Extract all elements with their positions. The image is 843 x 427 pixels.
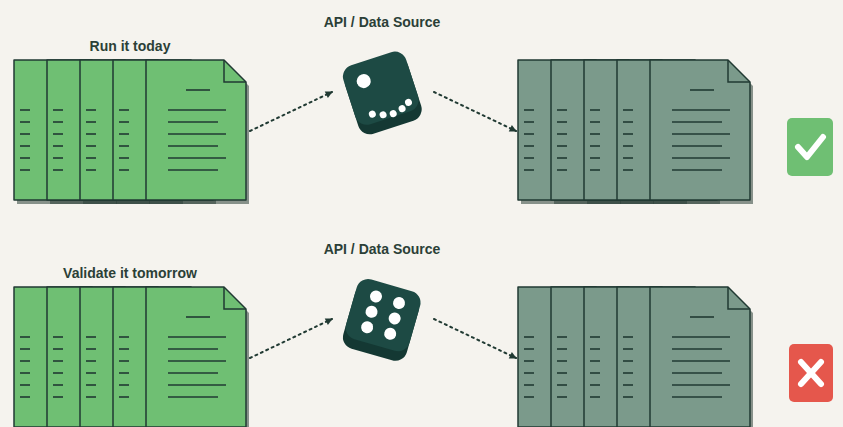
- dotted-arrow: [434, 92, 516, 131]
- stack-heading: Validate it tomorrow: [10, 263, 250, 283]
- stack-outline: [518, 56, 750, 206]
- data-source-node: API / Data Source: [298, 12, 466, 140]
- dotted-arrow: [434, 319, 516, 358]
- document-stack: [518, 283, 750, 427]
- stack-outline: [518, 283, 750, 427]
- dice-outline: [334, 271, 430, 367]
- document-page: [146, 287, 249, 427]
- document-page: [650, 60, 753, 204]
- cross-badge: [789, 344, 833, 402]
- dotted-arrow: [250, 92, 332, 131]
- source-heading: API / Data Source: [298, 239, 466, 259]
- check-badge: [787, 118, 833, 176]
- dice-symbol: [340, 49, 425, 138]
- source-heading: API / Data Source: [298, 12, 466, 32]
- stack-outline: [14, 283, 246, 427]
- stack-outline: [14, 56, 246, 206]
- document-stack: Run it today: [10, 36, 250, 206]
- data-source-node: API / Data Source: [298, 239, 466, 367]
- document-stack: Validate it tomorrow: [10, 263, 250, 427]
- document-page: [650, 287, 753, 427]
- dotted-arrow: [250, 319, 332, 358]
- dice-symbol: [340, 276, 423, 363]
- dice-outline: [334, 44, 430, 140]
- document-page: [146, 60, 249, 204]
- stack-heading: Run it today: [10, 36, 250, 56]
- document-stack: [518, 56, 750, 206]
